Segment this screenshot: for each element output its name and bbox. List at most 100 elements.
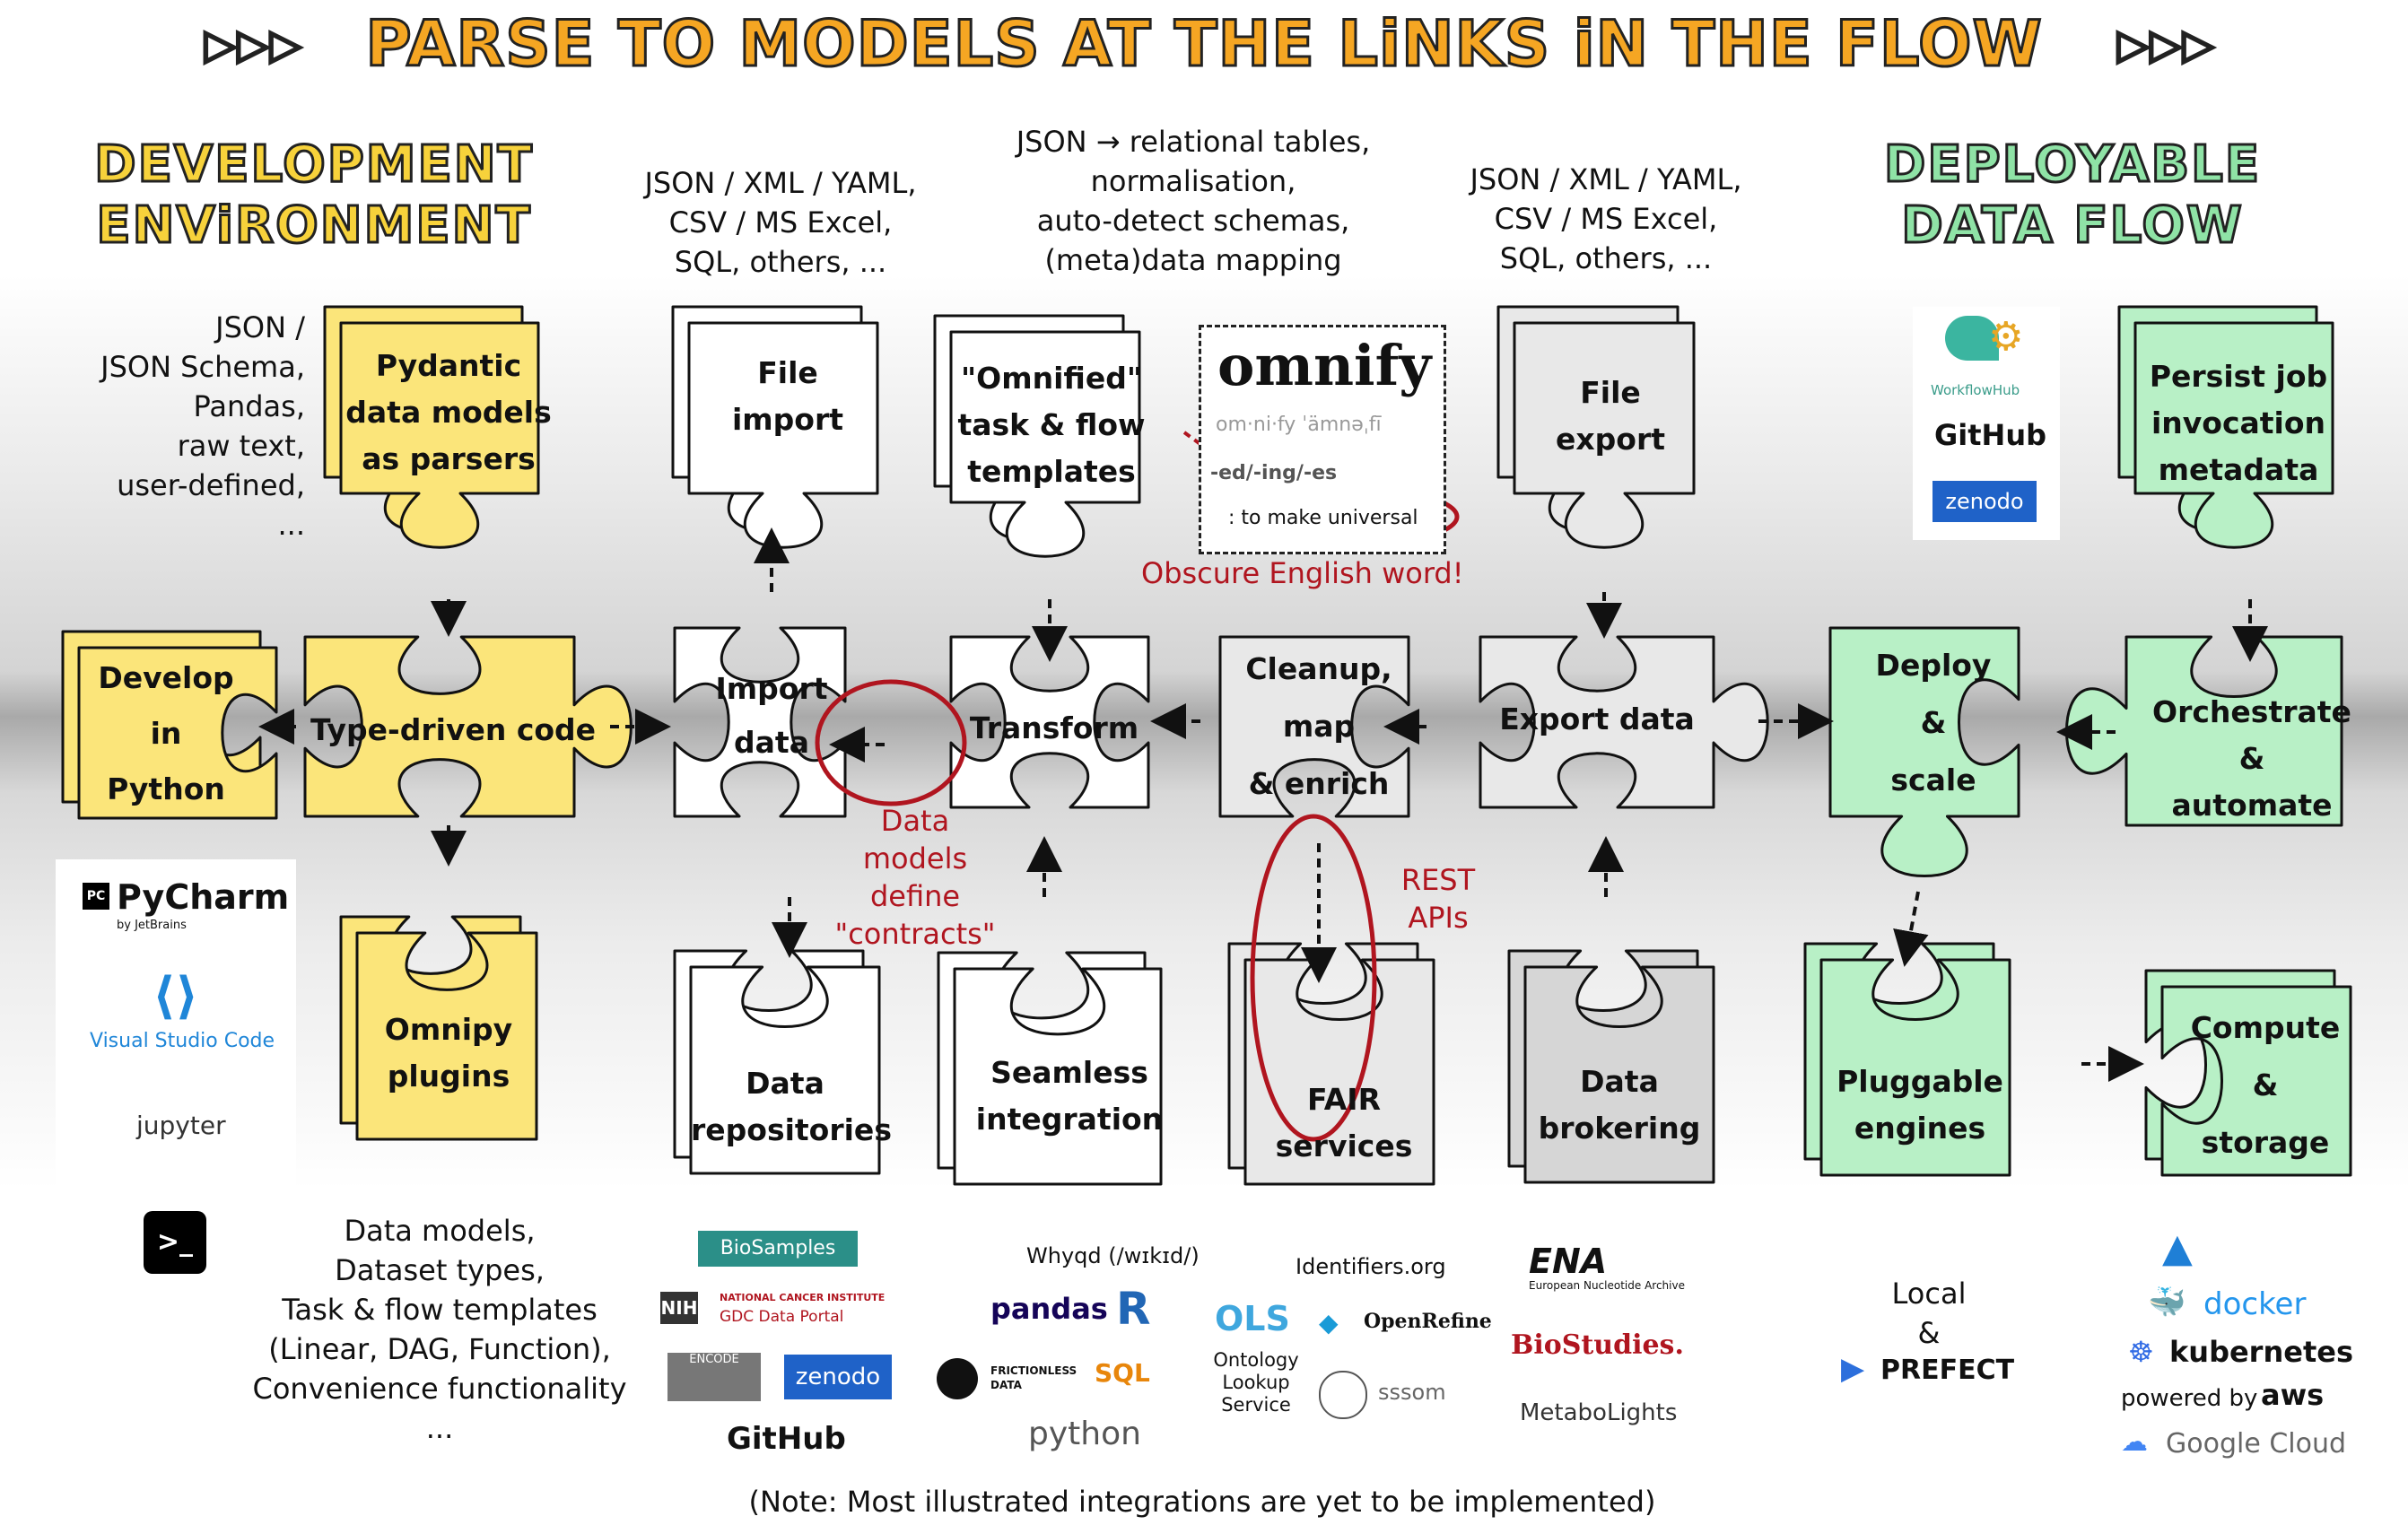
piece-line: brokering [1538, 1111, 1701, 1146]
piece-line: automate [2171, 788, 2333, 823]
python-logo: python [1028, 1416, 1141, 1452]
orchestrate-automate-piece: Orchestrate & automate [2144, 689, 2360, 829]
piece-line: Python [107, 771, 225, 806]
piece-line: "Omnified" [960, 361, 1143, 396]
openrefine-icon: ◆ [1319, 1308, 1339, 1338]
note-line: CSV / MS Excel, [668, 205, 893, 240]
develop-piece-shape [77, 646, 278, 820]
sssom-logo: sssom [1378, 1380, 1446, 1405]
kubernetes-icon: ☸ [2128, 1335, 2154, 1369]
note-line: & [1917, 1316, 1941, 1350]
piece-line: Deploy [1875, 648, 1992, 683]
note-line: Dataset types, [335, 1253, 545, 1287]
ena-subtitle: European Nucleotide Archive [1529, 1279, 1685, 1292]
develop-in-python-piece: Develop in Python [76, 655, 256, 813]
ols-logo: OLS [1215, 1299, 1290, 1338]
github-logo-2: GitHub [1934, 418, 2046, 452]
note-line: APIs [1408, 901, 1469, 935]
piece-line: Develop [98, 660, 234, 695]
google-cloud-logo: Google Cloud [2166, 1428, 2347, 1460]
note-line: ... [425, 1411, 454, 1445]
nci-logo: NATIONAL CANCER INSTITUTE [720, 1292, 886, 1303]
transform-piece-shape [949, 635, 1150, 809]
file-import-piece: File import [698, 350, 877, 443]
cleanup-map-enrich-piece: Cleanup, map & enrich [1229, 640, 1409, 813]
piece-line: integration [975, 1102, 1164, 1137]
biosamples-logo: BioSamples [698, 1231, 858, 1267]
gdc-logo: GDC Data Portal [720, 1308, 844, 1326]
repos-piece-shape [689, 965, 881, 1175]
piece-line: Pydantic [375, 348, 522, 383]
frictionless-logo: FRICTIONLESS DATA [990, 1364, 1077, 1391]
local-note: Local & [1875, 1274, 1983, 1353]
prefect-logo: PREFECT [1880, 1355, 2015, 1386]
piece-line: metadata [2158, 452, 2319, 487]
piece-line: scale [1890, 762, 1976, 797]
export-formats-note: JSON / XML / YAML, CSV / MS Excel, SQL, … [1435, 160, 1776, 278]
dictionary-definition: : to make universal [1228, 507, 1418, 529]
piece-line: Omnipy [384, 1012, 513, 1047]
nih-logo: NIH [660, 1292, 698, 1324]
data-brokering-piece: Data brokering [1530, 1059, 1709, 1152]
data-repositories-piece: Data repositories [691, 1060, 892, 1154]
note-line: (meta)data mapping [1044, 243, 1342, 277]
piece-line: as parsers [362, 441, 536, 476]
note-line: auto-detect schemas, [1036, 204, 1350, 238]
piece-line: & enrich [1248, 766, 1390, 801]
omnified-templates-piece: "Omnified" task & flow templates [953, 355, 1150, 495]
google-cloud-icon: ☁ [2121, 1426, 2148, 1458]
note-line: SQL, others, ... [1499, 241, 1713, 275]
pluggable-engines-piece: Pluggable engines [1830, 1059, 2010, 1152]
deploy-flow-header-line1: DEPLOYABLE [1882, 135, 2262, 196]
note-line: Data models, [344, 1214, 536, 1248]
powered-by-text: powered by [2121, 1385, 2258, 1412]
title-arrows-left: ▷▷▷ [203, 19, 303, 70]
persist-metadata-piece: Persist job invocation metadata [2131, 353, 2346, 493]
kubernetes-logo: kubernetes [2169, 1335, 2353, 1369]
piece-line: File [1580, 375, 1641, 410]
piece-line: Seamless [990, 1055, 1148, 1090]
transform-ops-note: JSON → relational tables, normalisation,… [996, 122, 1391, 280]
engines-piece-shape [1819, 958, 2011, 1177]
terminal-icon: >_ [144, 1211, 206, 1274]
prefect-icon: ▶ [1841, 1351, 1865, 1387]
dictionary-pronunciation: om·ni·fy ˈämnəˌfī [1216, 414, 1382, 436]
pycharm-sub: by JetBrains [117, 919, 187, 932]
piece-line: export [1555, 422, 1665, 457]
piece-line: data [734, 725, 809, 760]
note-line: JSON / XML / YAML, [644, 166, 917, 200]
contracts-note: Data models define "contracts" [825, 802, 1005, 953]
orchestrate-piece-shape [2064, 635, 2343, 827]
ols-subtitle: Ontology Lookup Service [1202, 1349, 1310, 1416]
sql-logo: SQL [1095, 1358, 1150, 1388]
import-data-piece: Import data [682, 662, 861, 770]
piece-line: Orchestrate [2152, 694, 2351, 729]
piece-line: Cleanup, [1245, 651, 1392, 686]
note-line: user-defined, [117, 468, 305, 502]
compute-storage-piece: Compute & storage [2176, 999, 2355, 1172]
pydantic-piece-shape [339, 321, 540, 549]
piece-line: map [1282, 709, 1356, 744]
deploy-scale-piece: Deploy & scale [1844, 637, 2023, 809]
dev-env-header-line1: DEVELOPMENT [93, 135, 534, 196]
brokering-piece-shape [1523, 965, 1715, 1184]
file-export-piece: File export [1521, 370, 1700, 463]
piece-line: Pluggable [1837, 1064, 2003, 1099]
seamless-integration-piece: Seamless integration [962, 1050, 1177, 1143]
piece-line: data models [345, 395, 552, 430]
ols-line: Lookup [1222, 1372, 1290, 1393]
piece-line: plugins [387, 1059, 510, 1094]
note-line: models [862, 841, 968, 876]
ena-logo: ENA [1529, 1242, 1608, 1281]
note-line: Data [880, 804, 950, 838]
note-line: normalisation, [1090, 164, 1296, 198]
frictionless-icon [937, 1358, 978, 1399]
note-line: define [869, 879, 961, 913]
note-line: (Linear, DAG, Function), [268, 1332, 611, 1366]
dev-env-header: DEVELOPMENT ENViRONMENT [72, 135, 556, 257]
cleanup-piece-shape [1218, 635, 1410, 818]
templates-piece-shape [949, 330, 1141, 558]
piece-line: services [1275, 1128, 1413, 1163]
import-piece-shape [673, 626, 847, 818]
openrefine-logo: OpenRefine [1364, 1310, 1492, 1333]
